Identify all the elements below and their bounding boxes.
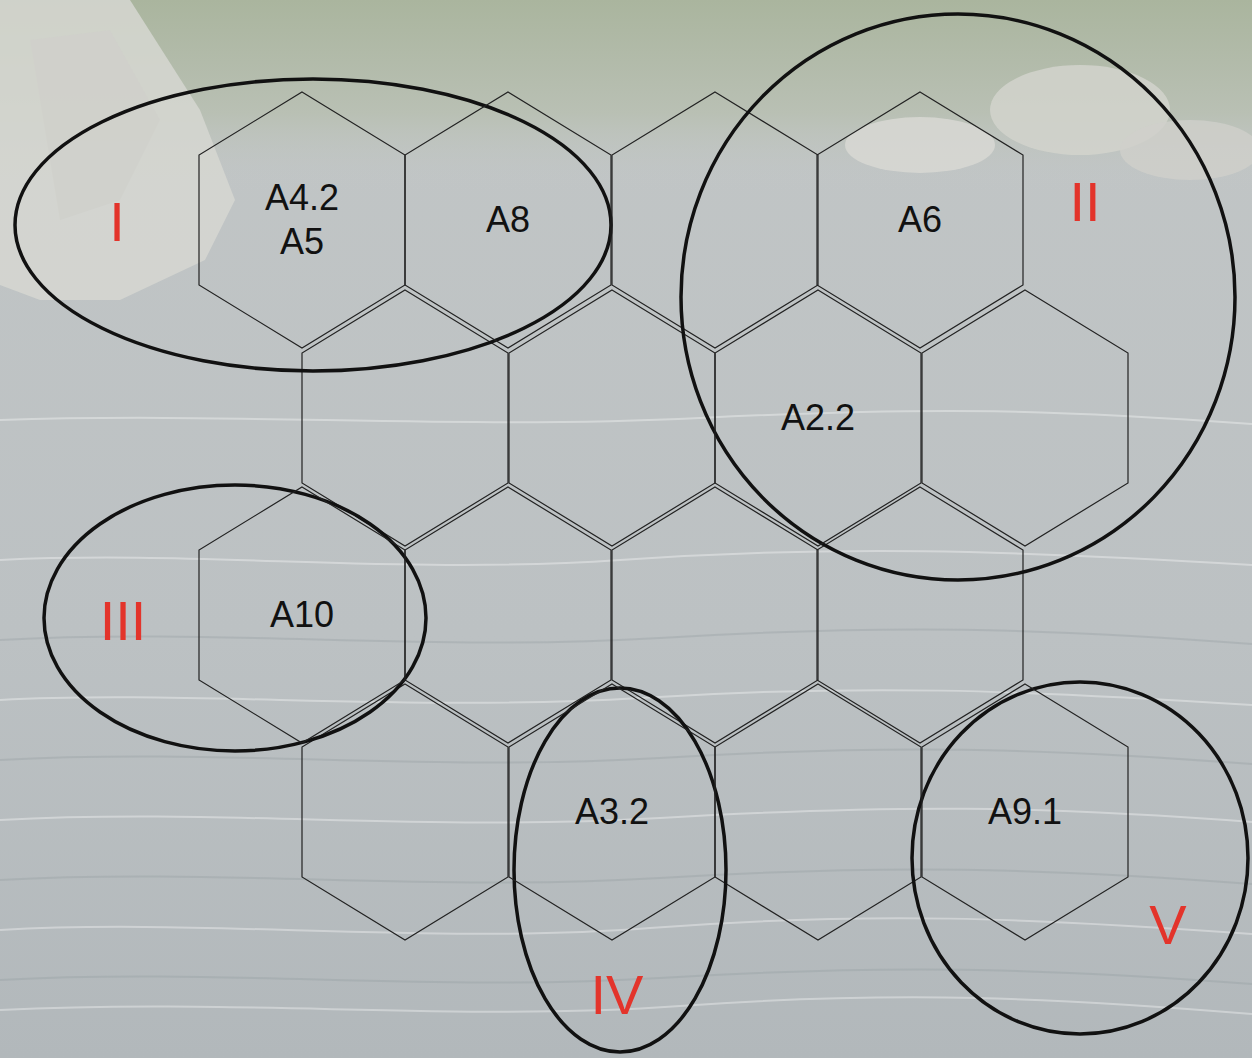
region-numeral: III	[100, 593, 147, 649]
hex-grid	[302, 92, 1128, 940]
cell-label: A3.2	[575, 790, 649, 834]
numeral-holder: III	[100, 593, 147, 649]
hex-outline	[199, 92, 405, 348]
region-ellipse: II A6A2.2	[679, 12, 1237, 582]
numeral-holder: V	[1149, 897, 1186, 953]
region-numeral: II	[1069, 174, 1100, 230]
region-numeral: IV	[591, 967, 644, 1023]
hex-cell: A4.2A5	[199, 92, 405, 348]
region-ellipse: IV A3.2	[512, 686, 728, 1054]
cell-text-holder: A9.1	[922, 684, 1128, 940]
cell-label: A9.1	[988, 790, 1062, 834]
hex-cell: A2.2	[715, 290, 921, 546]
cell-label: A5	[280, 220, 324, 264]
region-ellipse: V A9.1	[910, 680, 1250, 1036]
numeral-holder: I	[109, 194, 125, 250]
hex-cell: A10	[199, 487, 405, 743]
cell-label: A6	[898, 198, 942, 242]
cell-text-holder: A2.2	[715, 290, 921, 546]
cell-label: A2.2	[781, 396, 855, 440]
cell-label: A10	[270, 593, 334, 637]
hex-cell: A8	[405, 92, 611, 348]
cell-text-holder: A6	[817, 92, 1023, 348]
hex-cell: A9.1	[922, 684, 1128, 940]
region-numeral: I	[109, 194, 125, 250]
region-ellipse: III A10	[42, 483, 428, 753]
region-numeral: V	[1149, 897, 1186, 953]
hex-cell: A3.2	[509, 684, 715, 940]
numeral-holder: II	[1069, 174, 1100, 230]
hex-cell: A6	[817, 92, 1023, 348]
cell-label: A4.2	[265, 176, 339, 220]
ellipse-outline	[910, 680, 1250, 1036]
cell-label: A8	[486, 198, 530, 242]
cell-text-holder: A8	[405, 92, 611, 348]
cell-text-holder: A3.2	[509, 684, 715, 940]
ellipse-outline	[679, 12, 1237, 582]
region-ellipse: I A4.2A5 A8	[13, 77, 613, 373]
cell-text-holder: A4.2A5	[199, 92, 405, 348]
numeral-holder: IV	[591, 967, 644, 1023]
cell-text-holder: A10	[199, 487, 405, 743]
